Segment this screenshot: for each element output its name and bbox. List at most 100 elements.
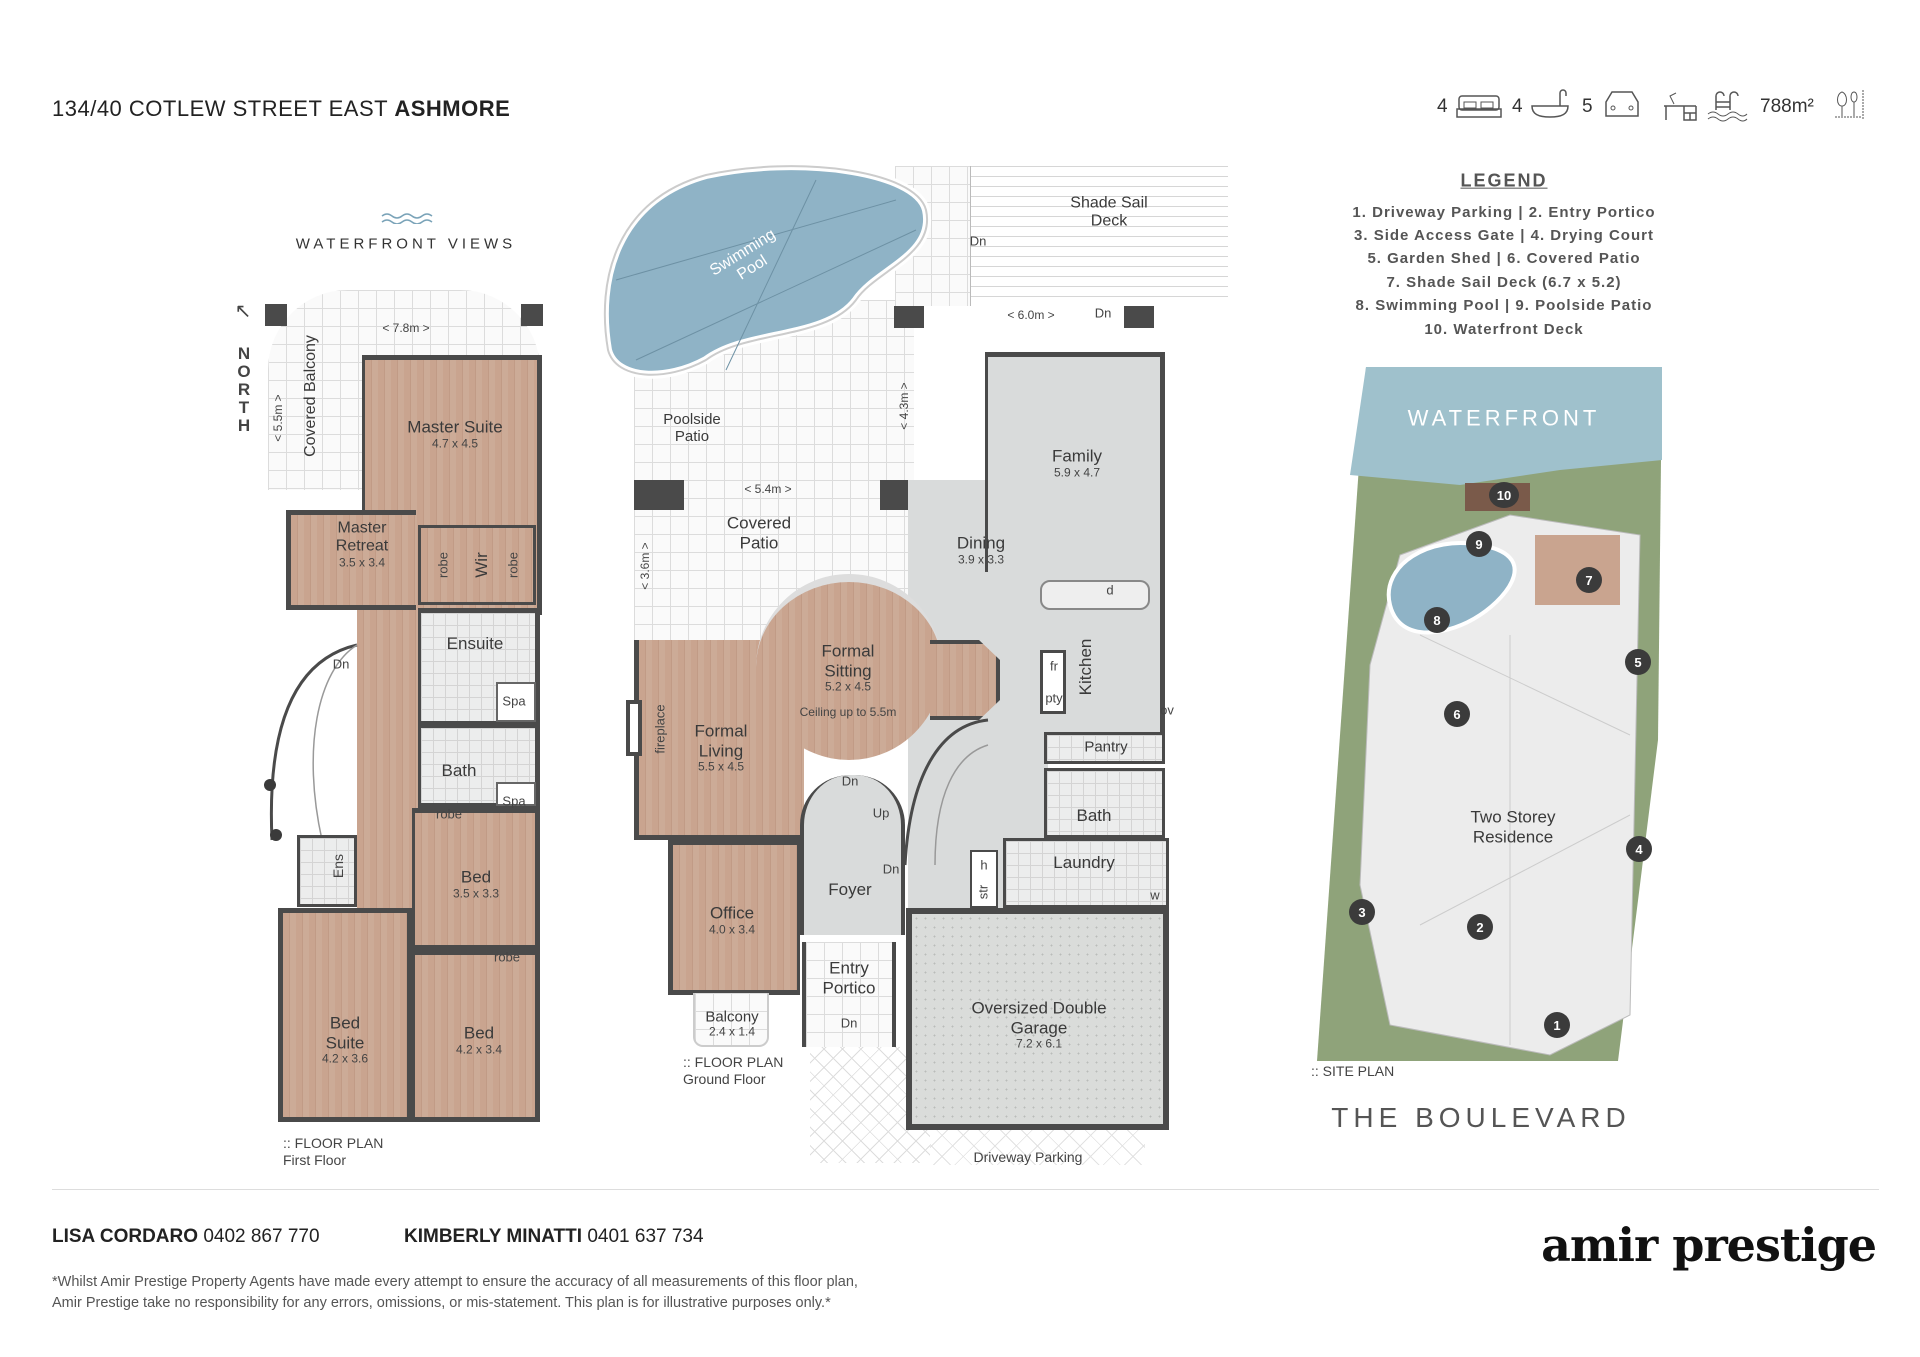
pantry — [1044, 732, 1165, 764]
wall — [894, 306, 1154, 328]
spa-bath — [496, 682, 536, 722]
water-waves-icon — [381, 213, 433, 224]
suburb: ASHMORE — [394, 96, 511, 121]
robe-label: robe — [435, 806, 463, 822]
bath-label: Bath — [441, 761, 477, 781]
site-marker: 1 — [1544, 1012, 1570, 1038]
agent-contact: KIMBERLY MINATTI 0401 637 734 — [404, 1226, 704, 1248]
storage — [970, 850, 998, 908]
bath — [1044, 768, 1165, 838]
land-icon — [1835, 90, 1864, 120]
down-label: Dn — [1094, 305, 1112, 321]
divider — [52, 1189, 1879, 1190]
wir-label: Wir — [472, 552, 492, 578]
foyer-label: Foyer — [828, 880, 872, 900]
agent-name: LISA CORDARO — [52, 1226, 199, 1247]
north-label: NORTH — [237, 344, 251, 435]
up-label: Up — [872, 805, 890, 821]
robe-label: robe — [435, 551, 451, 579]
column — [634, 480, 684, 510]
baths-count: 4 — [1512, 96, 1523, 117]
legend-line: 1. Driveway Parking | 2. Entry Portico — [1352, 204, 1656, 221]
waterfront-views-label: WATERFRONT VIEWS — [295, 235, 517, 253]
site-marker: 4 — [1626, 836, 1652, 862]
car-icon — [1605, 91, 1639, 117]
property-address: 134/40 COTLEW STREET EAST ASHMORE — [52, 96, 510, 122]
shade-sail-deck — [970, 166, 1228, 306]
land-area: 788m² — [1760, 96, 1814, 117]
fireplace-label: fireplace — [652, 704, 668, 754]
bath-label: Bath — [1076, 806, 1112, 826]
driveway — [930, 1130, 1145, 1165]
bath — [418, 726, 540, 808]
spa-bath — [496, 782, 536, 806]
bed-suite — [278, 908, 412, 1122]
dimension-label: < 3.6m > — [638, 542, 653, 590]
waterfront-label: WATERFRONT — [1407, 405, 1601, 431]
down-label: Dn — [332, 656, 350, 672]
driveway-label: Driveway Parking — [973, 1148, 1083, 1165]
agent-phone[interactable]: 0402 867 770 — [203, 1226, 320, 1247]
pool-icon — [1707, 91, 1748, 122]
covered-balcony-label: Covered Balcony — [301, 335, 319, 457]
washer-label: w — [1150, 887, 1160, 903]
laundry — [1003, 838, 1169, 908]
brand-logo: amir prestige — [1541, 1218, 1877, 1272]
oven-label: ov — [1160, 702, 1174, 718]
kitchen-label: Kitchen — [1076, 638, 1096, 696]
bath-icon — [1531, 89, 1569, 118]
foyer — [800, 775, 905, 935]
residence-label: Two Storey Residence — [1470, 807, 1556, 846]
entry-portico — [802, 942, 896, 1047]
agent-phone[interactable]: 0401 637 734 — [587, 1226, 704, 1247]
fridge-label: fr — [1050, 658, 1058, 674]
legend-title: LEGEND — [1460, 170, 1548, 191]
north-arrow-icon: ↖ — [234, 300, 252, 323]
down-label: Dn — [840, 1015, 858, 1031]
balcony — [693, 993, 769, 1047]
site-marker: 7 — [1576, 567, 1602, 593]
dimension-label: < 7.8m > — [382, 321, 430, 336]
legend-line: 8. Swimming Pool | 9. Poolside Patio — [1355, 297, 1653, 314]
pantry-label: pty — [1045, 690, 1063, 706]
swimming-pool — [600, 162, 932, 379]
office — [668, 840, 800, 995]
cars-count: 5 — [1582, 96, 1593, 117]
column — [880, 480, 910, 510]
ens-label: Ens — [329, 853, 346, 879]
street-label: THE BOULEVARD — [1331, 1101, 1631, 1133]
legend-line: 3. Side Access Gate | 4. Drying Court — [1354, 227, 1654, 244]
dimension-label: < 6.0m > — [1007, 308, 1055, 323]
double-garage — [906, 908, 1169, 1130]
covered-patio-label: Covered Patio — [726, 513, 792, 552]
ensuite-label: Ensuite — [446, 634, 504, 654]
bedroom — [412, 808, 540, 950]
robe-label: robe — [505, 551, 521, 579]
legend-line: 10. Waterfront Deck — [1424, 321, 1584, 338]
spa-label: Spa — [502, 793, 526, 809]
dimension-label: < 5.5m > — [271, 394, 286, 442]
down-label: Dn — [969, 233, 987, 249]
site-marker: 8 — [1424, 607, 1450, 633]
site-caption: :: SITE PLAN — [1311, 1063, 1395, 1079]
kitchen-island — [1040, 580, 1150, 610]
down-label: Dn — [882, 861, 900, 877]
fridge-pantry — [1040, 650, 1066, 714]
site-marker: 6 — [1444, 701, 1470, 727]
dishwasher-label: d — [1106, 582, 1114, 598]
street: 134/40 COTLEW STREET EAST — [52, 96, 388, 121]
dimension-label: < 4.3m > — [897, 382, 912, 430]
site-plan-map — [1317, 367, 1662, 1061]
site-marker: 10 — [1489, 482, 1519, 508]
staircase — [264, 643, 358, 841]
robe-label: robe — [493, 949, 521, 965]
